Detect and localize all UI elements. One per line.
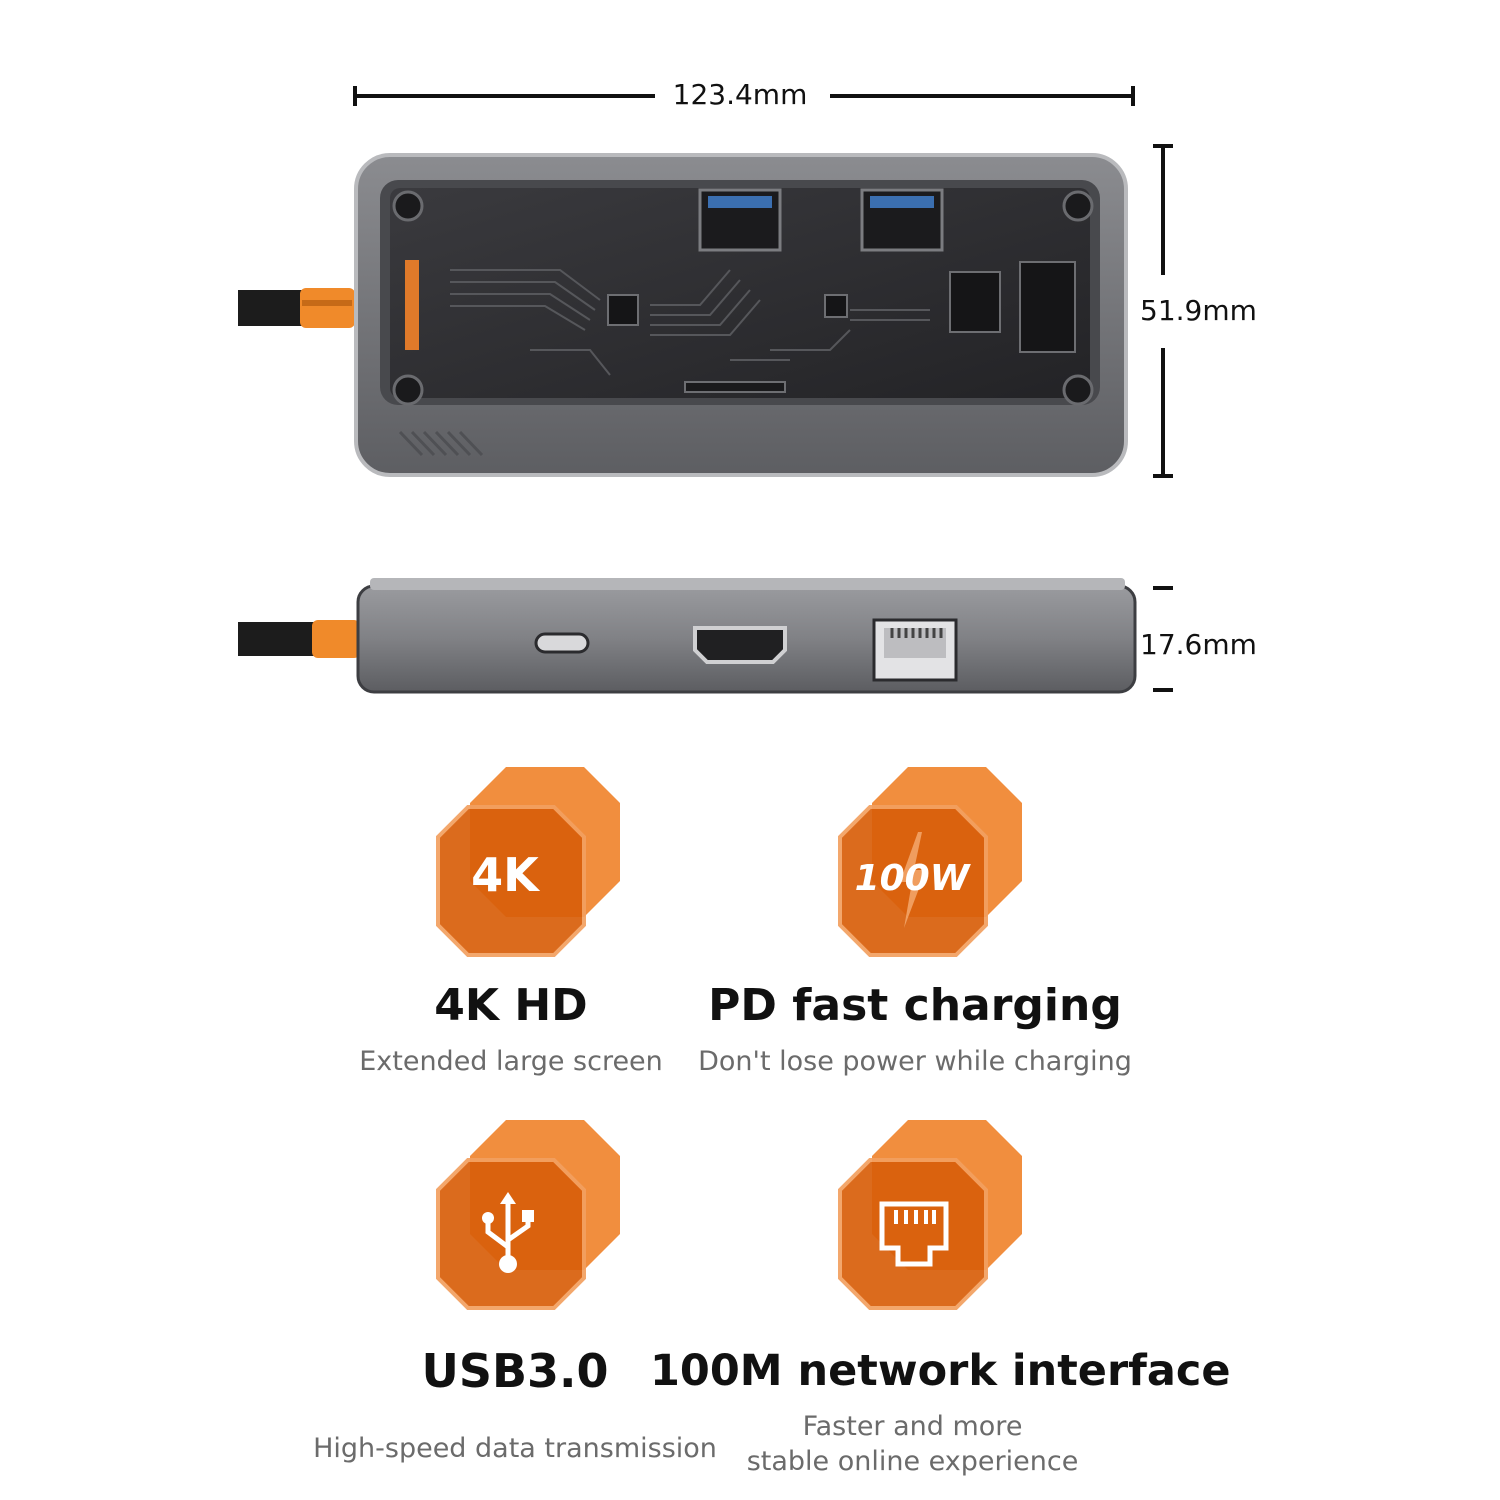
vent-grille: [398, 430, 484, 457]
hdmi-port: [693, 626, 787, 664]
4k-badge-icon: [436, 767, 620, 957]
usb-icon: [482, 1192, 534, 1273]
screws: [392, 190, 1094, 406]
rj45-port: [872, 618, 958, 682]
feature-subtitle: Don't lose power while charging: [698, 1046, 1132, 1077]
usb-c-cable: [238, 288, 355, 328]
thickness-dimension-line: [1153, 586, 1173, 692]
hub-side-view: [238, 578, 1137, 694]
badge-front-shape: [436, 805, 586, 957]
pcb-traces: [450, 269, 930, 376]
hub-top-view: [238, 153, 1128, 477]
feature-title: 100M network interface: [650, 1346, 1231, 1396]
width-dimension-line: [353, 86, 1135, 106]
height-dimension-line: [1153, 144, 1173, 478]
lightning-icon: [900, 832, 926, 928]
ethernet-badge: [838, 1120, 1022, 1310]
feature-subtitle: Extended large screen: [359, 1046, 663, 1077]
usb-c-port: [534, 632, 590, 654]
feature-subtitle: High-speed data transmission: [313, 1433, 717, 1464]
feature-subtitle-line1: Faster and more: [802, 1411, 1023, 1442]
thickness-label: 17.6mm: [1140, 628, 1257, 661]
usb-c-cable-side: [238, 620, 360, 658]
feature-title: PD fast charging: [708, 980, 1122, 1031]
100w-badge-text: 100W: [854, 858, 970, 899]
width-label: 123.4mm: [672, 78, 808, 111]
feature-subtitle-line2: stable online experience: [746, 1446, 1079, 1477]
badge-front-shape: [838, 1158, 988, 1310]
feature-title: 4K HD: [434, 980, 588, 1031]
usb-a-ports: [698, 188, 944, 252]
4k-badge-text: 4K: [471, 848, 539, 902]
feature-title: USB3.0: [421, 1344, 609, 1398]
pcb-chips: [405, 260, 1076, 353]
badge-front-shape: [436, 1158, 586, 1310]
ethernet-port-icon: [879, 1201, 949, 1267]
height-label: 51.9mm: [1140, 294, 1257, 327]
